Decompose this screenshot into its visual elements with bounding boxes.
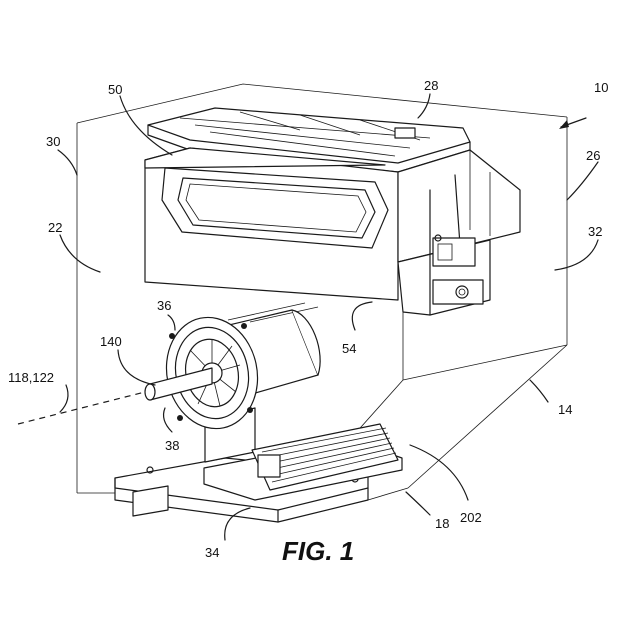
ref-28: 28 [424, 78, 438, 93]
ref-22: 22 [48, 220, 62, 235]
ref-38: 38 [165, 438, 179, 453]
ref-30: 30 [46, 134, 60, 149]
ref-36: 36 [157, 298, 171, 313]
figure-caption: FIG. 1 [282, 536, 354, 566]
ref-118-122: 118,122 [8, 370, 54, 385]
ref-54: 54 [342, 341, 356, 356]
ref-202: 202 [460, 510, 482, 525]
ref-140: 140 [100, 334, 122, 349]
ref-18: 18 [435, 516, 449, 531]
ref-50: 50 [108, 82, 122, 97]
ref-34: 34 [205, 545, 219, 560]
ref-26: 26 [586, 148, 600, 163]
ref-32: 32 [588, 224, 602, 239]
control-module-housing [145, 148, 520, 315]
ref-14: 14 [558, 402, 572, 417]
electric-motor [156, 303, 320, 437]
ref-10: 10 [594, 80, 608, 95]
